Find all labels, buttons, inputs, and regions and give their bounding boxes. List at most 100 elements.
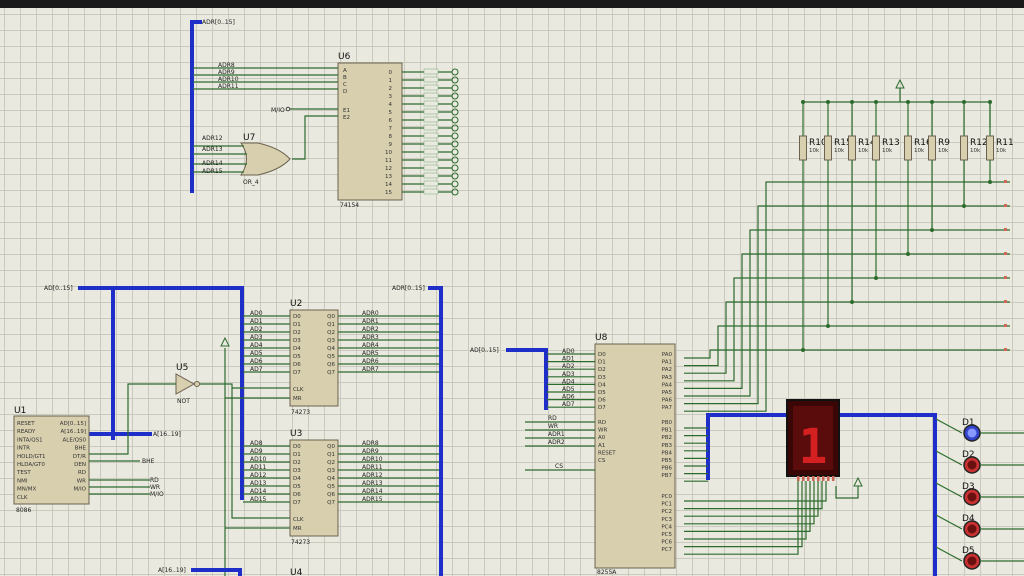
u6-out-terminal[interactable] xyxy=(451,164,459,172)
latch-in-label: AD4 xyxy=(250,342,263,349)
u8-in-label: AD0 xyxy=(562,348,575,355)
u6-out-terminal[interactable] xyxy=(451,132,459,140)
u7-in-adr14: ADR14 xyxy=(202,160,223,167)
latch-q-pin: Q3 xyxy=(327,468,335,474)
u8-pa-pin: PA3 xyxy=(662,375,673,381)
resistor-body[interactable] xyxy=(928,135,936,161)
u8-pb-pin: PB7 xyxy=(661,473,672,479)
u8-ppi[interactable]: AD[0..15] U8 8255A AD0AD1AD2AD3AD4AD5AD6… xyxy=(470,333,676,576)
u6-out-pin: 7 xyxy=(389,126,393,132)
u6-out-pin: 2 xyxy=(389,86,393,92)
u6-out-pin: 10 xyxy=(385,150,392,156)
u3-body[interactable] xyxy=(289,439,339,537)
latch-out-label: ADR10 xyxy=(362,456,383,463)
u3-part: 74273 xyxy=(291,539,310,546)
u7-or-gate[interactable]: U7 OR_4 ADR12 ADR13 ADR14 ADR15 xyxy=(193,133,291,186)
latch-q-pin: Q0 xyxy=(327,444,335,450)
u1-left-pin: MN/MX xyxy=(17,487,36,493)
latch-out-label: ADR9 xyxy=(362,448,379,455)
u4-partial[interactable]: U4 A[16..19] xyxy=(158,567,338,576)
u6-body[interactable] xyxy=(337,62,403,201)
resistor-value: 10k xyxy=(914,148,925,154)
u6-out-terminal[interactable] xyxy=(451,156,459,164)
resistor-body[interactable] xyxy=(904,135,912,161)
resistor-body[interactable] xyxy=(799,135,807,161)
u6-out-terminal[interactable] xyxy=(451,92,459,100)
u1-cpu[interactable]: U1 8086 RESETREADYINTA/QS1INTRHOLD/GT1HL… xyxy=(13,406,164,514)
adr-bus-mid[interactable]: ADR[0..15] xyxy=(392,285,443,576)
u6-out-terminal[interactable] xyxy=(451,124,459,132)
u8-pa-pin: PA1 xyxy=(662,360,672,366)
u8-in-wr: WR xyxy=(548,423,558,430)
pa-terminal[interactable] xyxy=(1004,180,1007,183)
u6-out-terminal[interactable] xyxy=(451,116,459,124)
u6-out-terminal[interactable] xyxy=(451,180,459,188)
u6-out-terminal[interactable] xyxy=(451,68,459,76)
u1-body[interactable] xyxy=(13,415,90,505)
u8-left-pin: RD xyxy=(598,420,606,426)
resistor-body[interactable] xyxy=(986,135,994,161)
latch-q-pin: Q1 xyxy=(327,322,335,328)
u8-left-pin: D2 xyxy=(598,367,606,373)
resistor-body[interactable] xyxy=(960,135,968,161)
pa-terminal[interactable] xyxy=(1004,300,1007,303)
u3-pin-clk: CLK xyxy=(293,517,304,523)
u6-out-terminal[interactable] xyxy=(451,172,459,180)
u8-left-pin: D4 xyxy=(598,382,606,388)
seven-segment-display[interactable]: 1 xyxy=(706,399,937,576)
pullup-network[interactable]: R1010kR1510kR1410kR1310kR1610kR910kR1210… xyxy=(684,78,1014,412)
pa-terminal[interactable] xyxy=(1004,348,1007,351)
pa-terminal[interactable] xyxy=(1004,276,1007,279)
u8-in-label: AD3 xyxy=(562,371,575,378)
u5-body[interactable] xyxy=(175,373,196,395)
u6-out-terminal[interactable] xyxy=(451,148,459,156)
latch-in-label: AD7 xyxy=(250,366,263,373)
u8-left-pin: RESET xyxy=(598,450,616,456)
resistor-body[interactable] xyxy=(872,135,880,161)
led-ref: D3 xyxy=(962,482,975,492)
u6-out-terminal[interactable] xyxy=(451,76,459,84)
latch-d-pin: D5 xyxy=(293,484,301,490)
resistor-body[interactable] xyxy=(848,135,856,161)
latch-d-pin: D5 xyxy=(293,354,301,360)
u1-left-pin: INTA/QS1 xyxy=(17,437,43,443)
bus-label-ad-u8: AD[0..15] xyxy=(470,347,499,354)
u6-out-terminal[interactable] xyxy=(451,84,459,92)
pa-terminal[interactable] xyxy=(1004,228,1007,231)
u2-body[interactable] xyxy=(289,309,339,407)
u8-pa-pin: PA6 xyxy=(662,398,673,404)
u6-pin-a: A xyxy=(343,68,347,74)
ad-bus-left[interactable]: AD[0..15] A[16..19] xyxy=(44,285,244,500)
pa-terminal[interactable] xyxy=(1004,204,1007,207)
u6-out-pin: 14 xyxy=(385,182,392,188)
u1-left-pin: TEST xyxy=(16,470,31,476)
u6-out-pin: 5 xyxy=(389,110,393,116)
u6-in-adr9: ADR9 xyxy=(218,69,235,76)
bus-label-ad-left: AD[0..15] xyxy=(44,285,73,292)
pa-terminal[interactable] xyxy=(1004,252,1007,255)
resistor-body[interactable] xyxy=(824,135,832,161)
u7-in-adr12: ADR12 xyxy=(202,135,223,142)
u6-out-terminal[interactable] xyxy=(451,140,459,148)
u6-out-terminal[interactable] xyxy=(451,100,459,108)
u3-ref: U3 xyxy=(290,429,302,439)
top-address-bus[interactable]: ADR[0..15] xyxy=(190,19,235,193)
u8-in-adr1: ADR1 xyxy=(548,431,565,438)
u8-body[interactable] xyxy=(594,343,676,569)
latch-d-pin: D3 xyxy=(293,468,301,474)
latch-q-pin: Q4 xyxy=(327,346,335,352)
pa-terminal[interactable] xyxy=(1004,324,1007,327)
u6-decoder[interactable]: U6 74154 A B C D E1 E2 01234567891011121… xyxy=(337,52,403,209)
u5-not-gate[interactable]: U5 NOT xyxy=(89,336,290,576)
u7-body[interactable] xyxy=(240,142,291,176)
u6-out-pin: 6 xyxy=(389,118,393,124)
u8-left-pin: D0 xyxy=(598,352,606,358)
u6-out-terminal[interactable] xyxy=(451,108,459,116)
u1-left-pin: READY xyxy=(17,429,36,435)
u6-out-terminal[interactable] xyxy=(451,188,459,196)
u8-pc-pin: PC0 xyxy=(661,494,672,500)
